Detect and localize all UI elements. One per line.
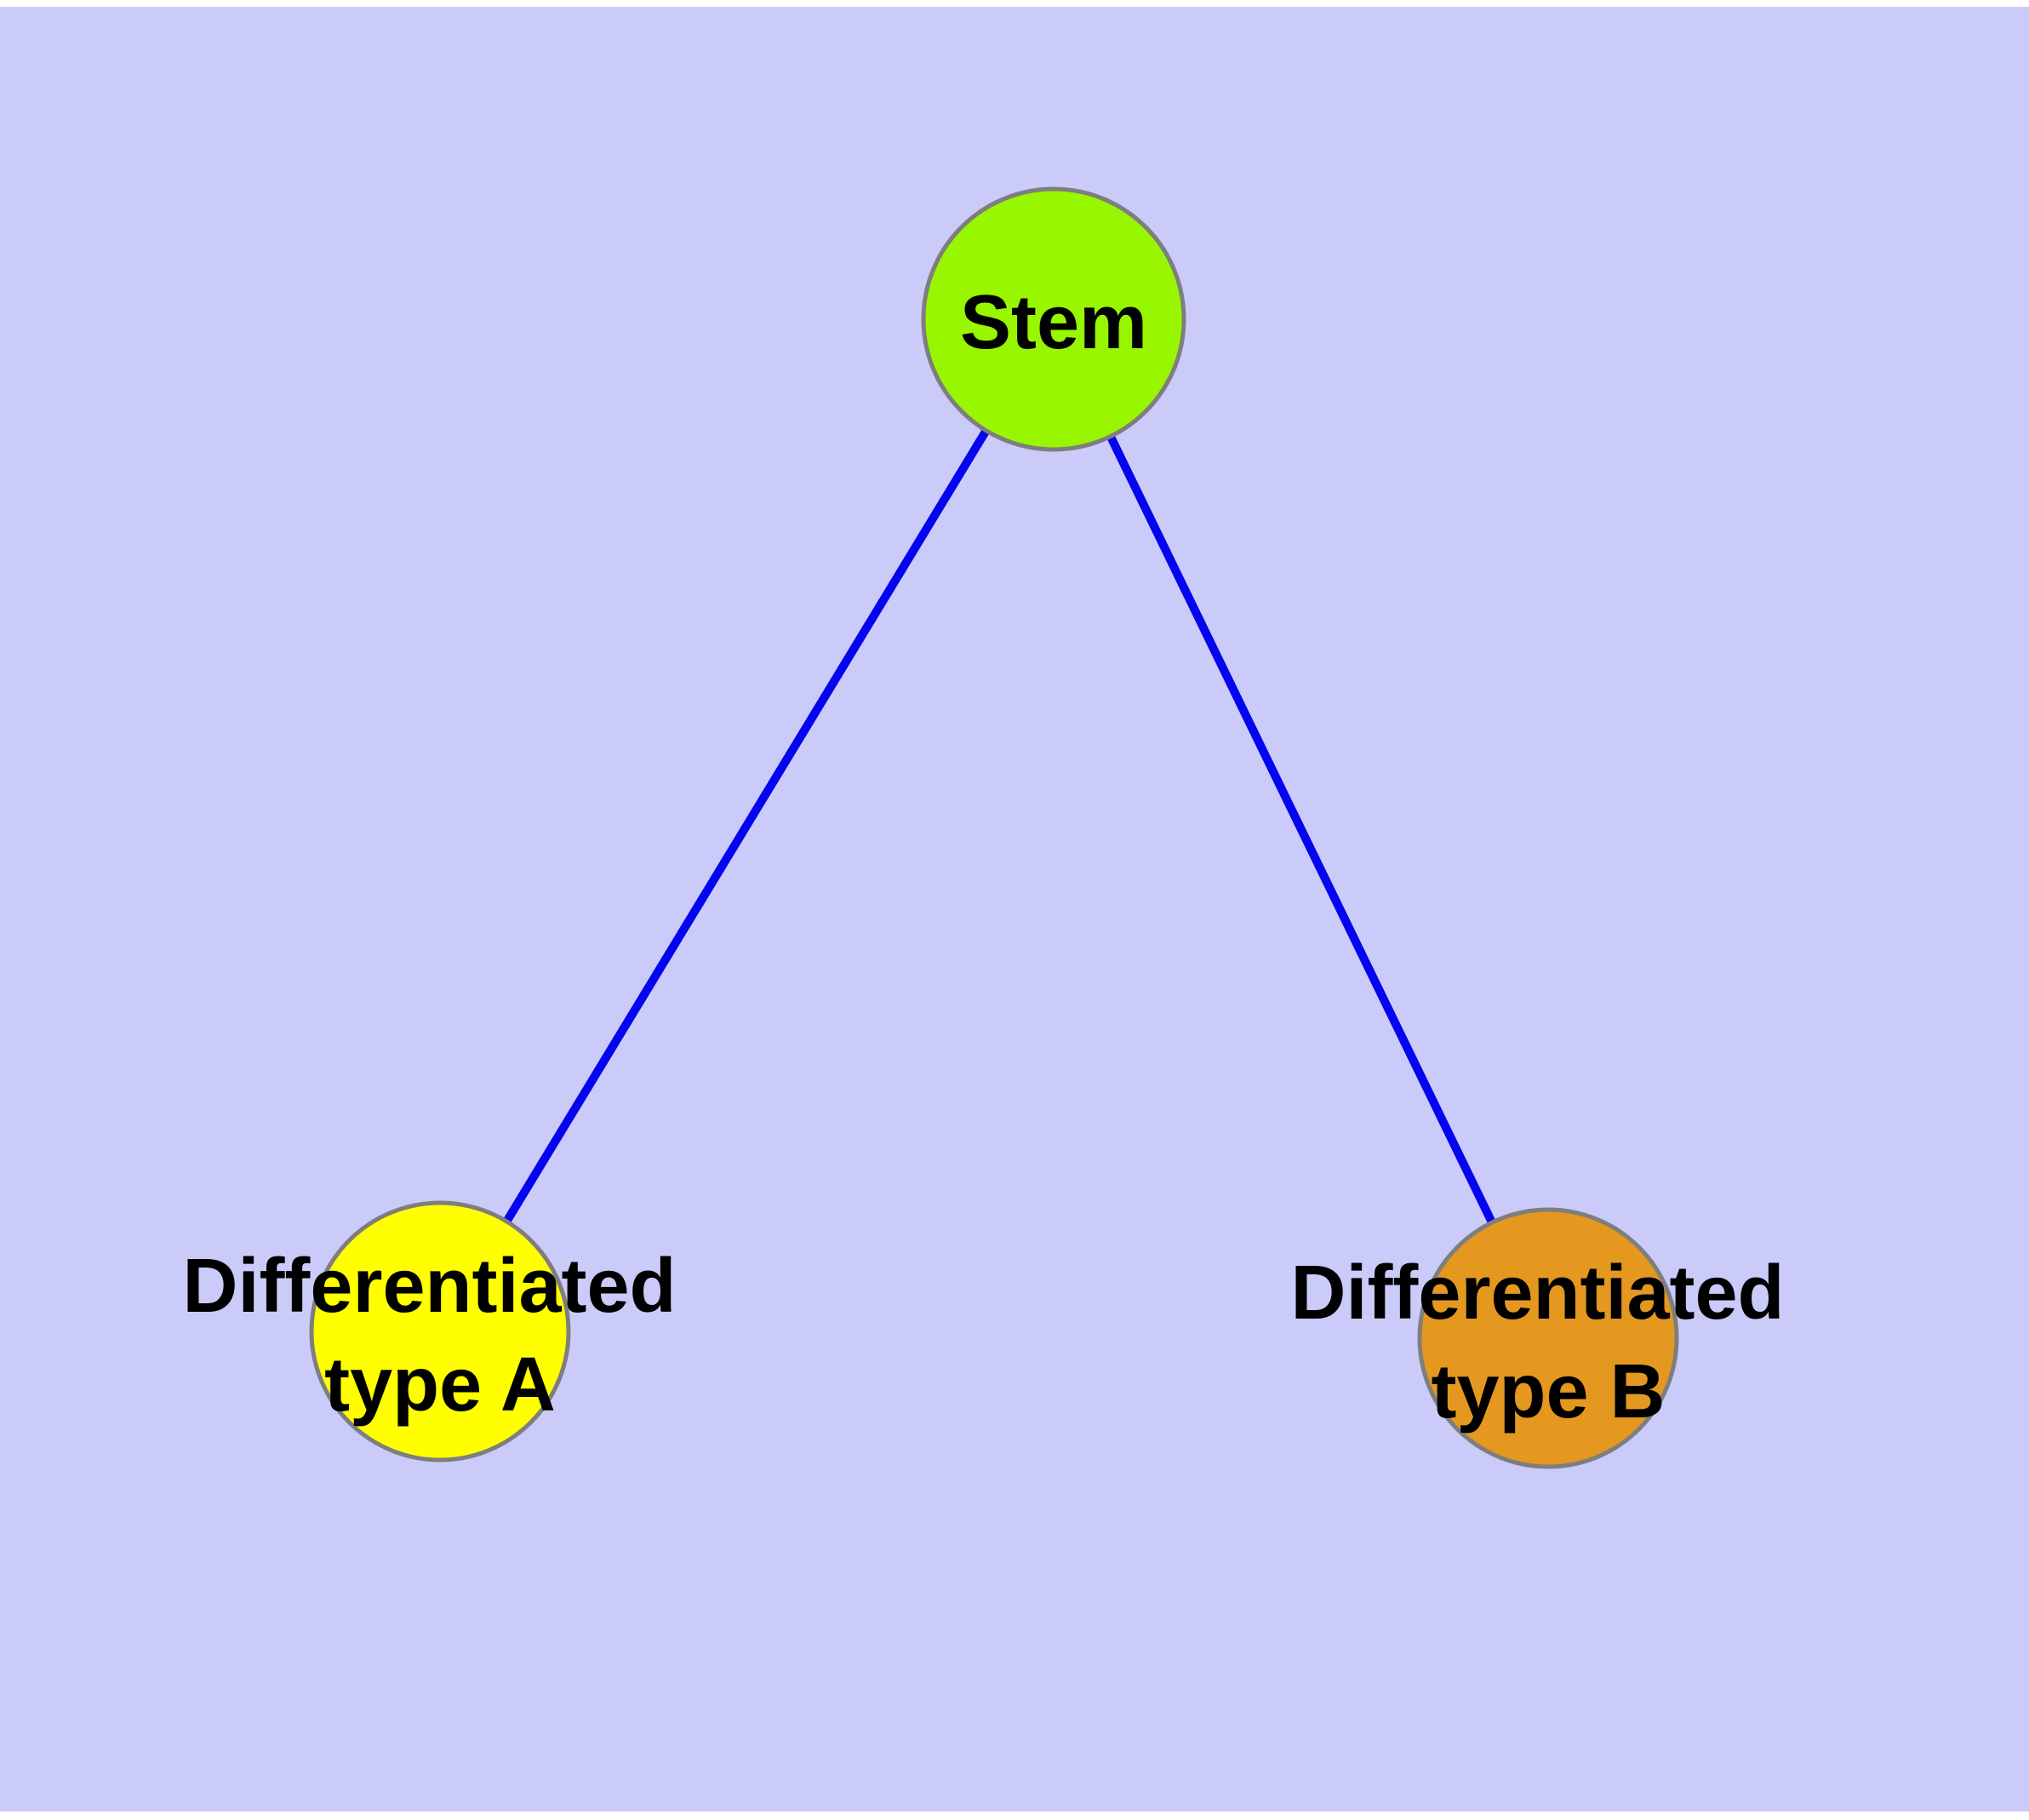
node-differentiated-type-b-label-line2: type B [1431, 1349, 1665, 1434]
node-differentiated-type-a-label-line2: type A [324, 1342, 556, 1428]
edge-stem-to-type-b [1049, 317, 1552, 1341]
node-stem-label: Stem [960, 280, 1147, 365]
node-differentiated-type-b-label: Differentiated type B [1290, 1251, 1805, 1434]
node-stem: Stem [921, 186, 1186, 452]
node-differentiated-type-a: Differentiated type A [182, 1200, 697, 1462]
node-differentiated-type-b-label-line1: Differentiated [1290, 1251, 1784, 1336]
node-differentiated-type-a-label-line1: Differentiated [182, 1244, 676, 1329]
node-differentiated-type-b-circle [1417, 1207, 1679, 1469]
node-differentiated-type-b: Differentiated type B [1290, 1207, 1805, 1469]
edge-stem-to-type-a [436, 317, 1058, 1334]
node-stem-circle [921, 186, 1186, 452]
node-differentiated-type-a-circle [309, 1200, 571, 1462]
node-differentiated-type-a-label: Differentiated type A [182, 1244, 697, 1428]
